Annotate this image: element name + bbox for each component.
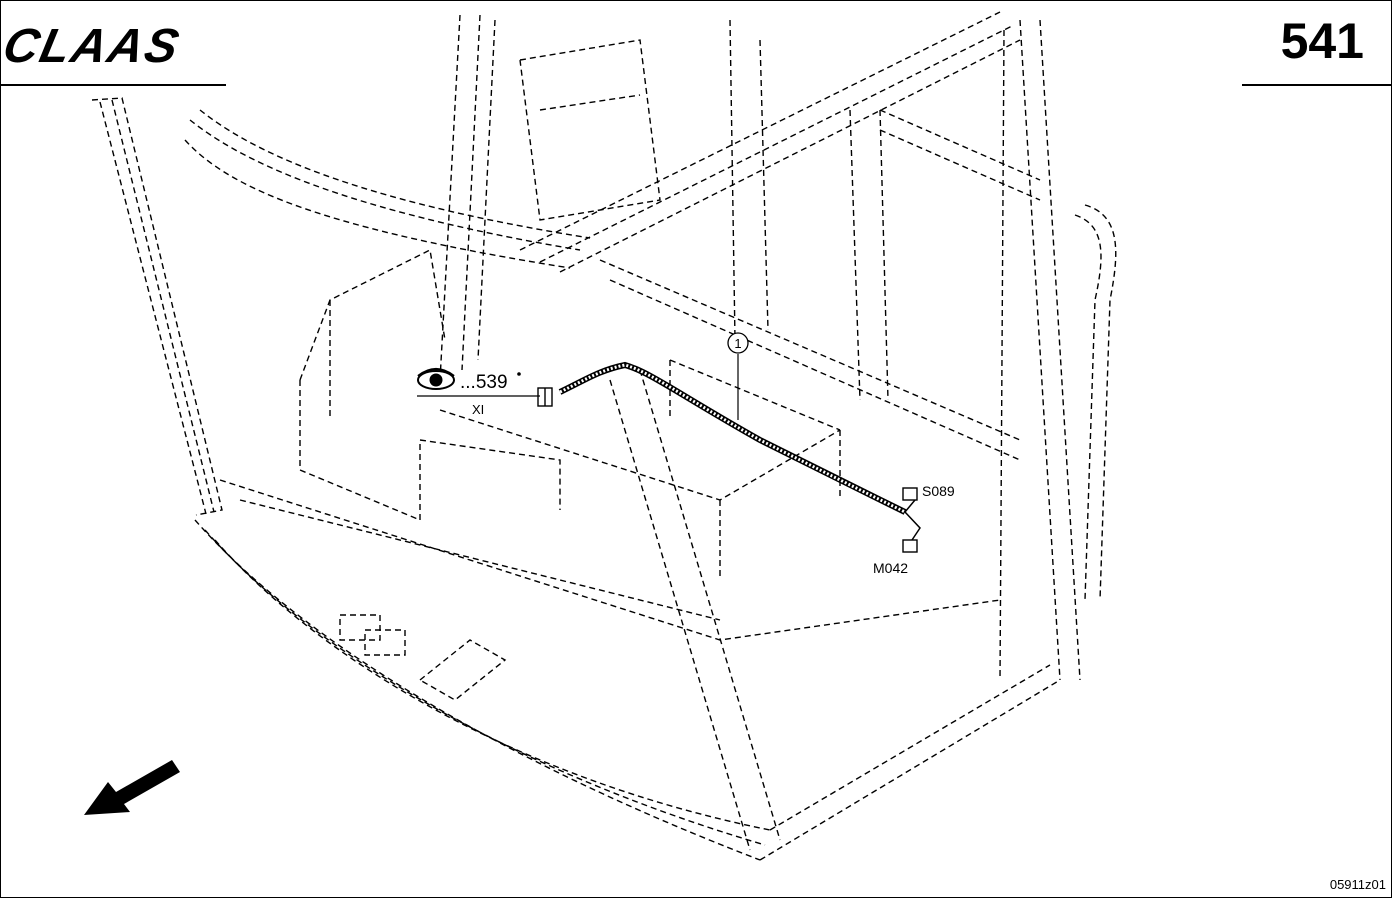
direction-arrow-icon <box>84 760 180 815</box>
header-rule-left <box>0 84 226 86</box>
item-number: 1 <box>734 336 741 351</box>
logo-text: CLAAS <box>0 19 185 72</box>
header-rule-right <box>1242 84 1392 86</box>
connector-m042 <box>902 539 918 553</box>
view-letter: XI <box>472 402 484 417</box>
claas-logo: CLAAS <box>0 19 185 72</box>
drawing-id: 05911z01 <box>1329 877 1386 892</box>
view-dot <box>517 372 521 376</box>
connector-m-label: M042 <box>873 560 908 576</box>
item-number-callout: 1 <box>727 332 749 354</box>
connector-s-label: S089 <box>922 483 955 499</box>
cab-frame-lines <box>91 11 1117 861</box>
page-number: 541 <box>1280 13 1364 69</box>
leader-lines <box>417 354 739 420</box>
view-reference: ...539 <box>460 372 508 393</box>
eye-icon <box>417 367 455 390</box>
connector-xi <box>537 387 553 407</box>
connector-s089 <box>902 487 918 501</box>
